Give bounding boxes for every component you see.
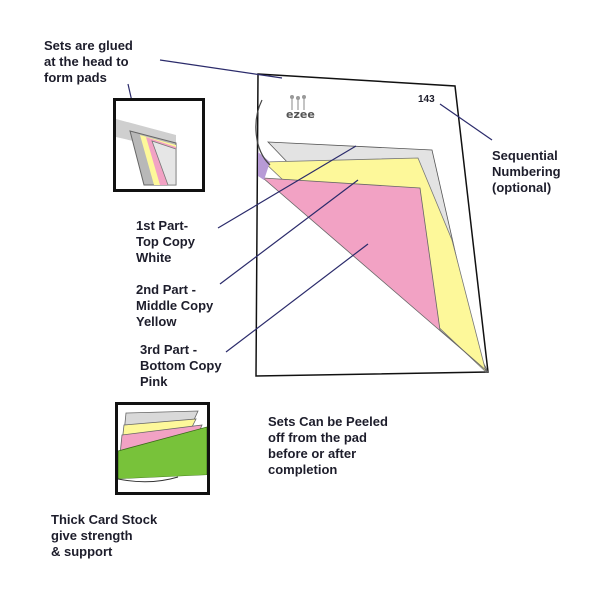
leader-numbering (439, 103, 493, 141)
leader-glued (159, 59, 283, 79)
curl-edge (255, 99, 271, 166)
label-part1: 1st Part- Top Copy White (136, 218, 195, 265)
card-stock-inset (115, 402, 210, 495)
leader-part3 (225, 243, 369, 353)
card-stock-illustration (118, 405, 207, 492)
label-peeled: Sets Can be Peeled off from the pad befo… (268, 414, 388, 477)
label-card-stock: Thick Card Stock give strength & support (51, 512, 158, 559)
label-numbering: Sequential Numbering (optional) (492, 148, 561, 195)
logo-icon (290, 95, 306, 110)
label-part3: 3rd Part - Bottom Copy Pink (140, 342, 222, 389)
leader-part2 (219, 179, 359, 285)
violet-edge (258, 152, 270, 180)
logo-text: ezee (286, 108, 315, 121)
sequential-number: 143 (418, 94, 435, 105)
pink-copy-layer (261, 177, 489, 373)
label-part2: 2nd Part - Middle Copy Yellow (136, 282, 214, 329)
leader-part1 (217, 145, 357, 229)
ezee-logo: ezee (280, 94, 320, 122)
glued-head-inset (113, 98, 205, 192)
glued-head-illustration (116, 119, 177, 186)
label-glued: Sets are glued at the head to form pads (44, 38, 133, 85)
